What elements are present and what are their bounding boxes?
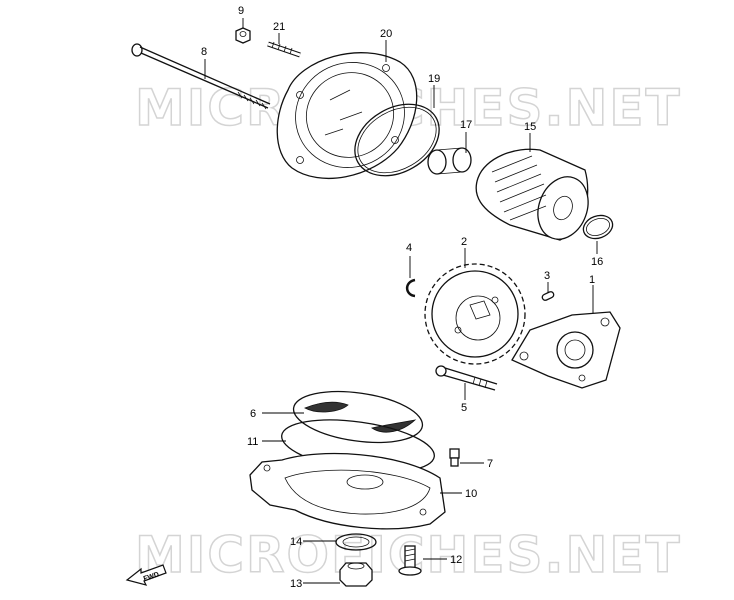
part-15-oil-filter [475, 148, 589, 241]
callout-16: 16 [591, 256, 603, 268]
part-19-o-ring [354, 103, 440, 177]
fwd-label: FWD [143, 571, 160, 583]
callout-numbers: 9 21 8 20 19 17 15 16 4 2 3 1 5 6 11 7 1… [201, 5, 603, 590]
callout-10: 10 [465, 488, 477, 500]
callout-19: 19 [428, 73, 440, 85]
callout-3: 3 [544, 270, 550, 282]
callout-20: 20 [380, 28, 392, 40]
fwd-direction-arrow: FWD [125, 564, 167, 586]
callout-12: 12 [450, 554, 462, 566]
part-3-pin [541, 291, 555, 301]
part-9-nut [235, 27, 251, 44]
part-2-gear [424, 263, 526, 365]
part-7-small-bolt [449, 448, 460, 467]
callout-14: 14 [290, 536, 302, 548]
part-1-oil-pump [511, 311, 621, 389]
part-21-stud [267, 41, 301, 58]
part-20-filter-cover [276, 52, 418, 180]
part-16-o-ring [582, 214, 614, 240]
callout-17: 17 [460, 119, 472, 131]
callout-4: 4 [406, 242, 412, 254]
callout-11: 11 [247, 436, 258, 448]
part-6-strainer [292, 390, 424, 444]
part-4-clip [405, 278, 416, 298]
callout-21: 21 [273, 21, 285, 33]
leader-lines [204, 18, 598, 584]
part-12-bolt [398, 545, 422, 576]
callout-2: 2 [461, 236, 467, 248]
callout-7: 7 [487, 458, 493, 470]
callout-13: 13 [290, 578, 302, 590]
part-13-plug [339, 562, 373, 587]
callout-1: 1 [589, 274, 595, 286]
part-14-washer [335, 533, 377, 551]
callout-15: 15 [524, 121, 536, 133]
part-5-bolt [435, 365, 498, 391]
callout-8: 8 [201, 46, 207, 58]
part-17-spring [427, 147, 472, 175]
callout-9: 9 [238, 5, 244, 17]
watermark-bottom: MICROFICHES.NET [135, 526, 682, 584]
callout-5: 5 [461, 402, 467, 414]
callout-6: 6 [250, 408, 256, 420]
part-10-oil-pan [249, 452, 446, 530]
